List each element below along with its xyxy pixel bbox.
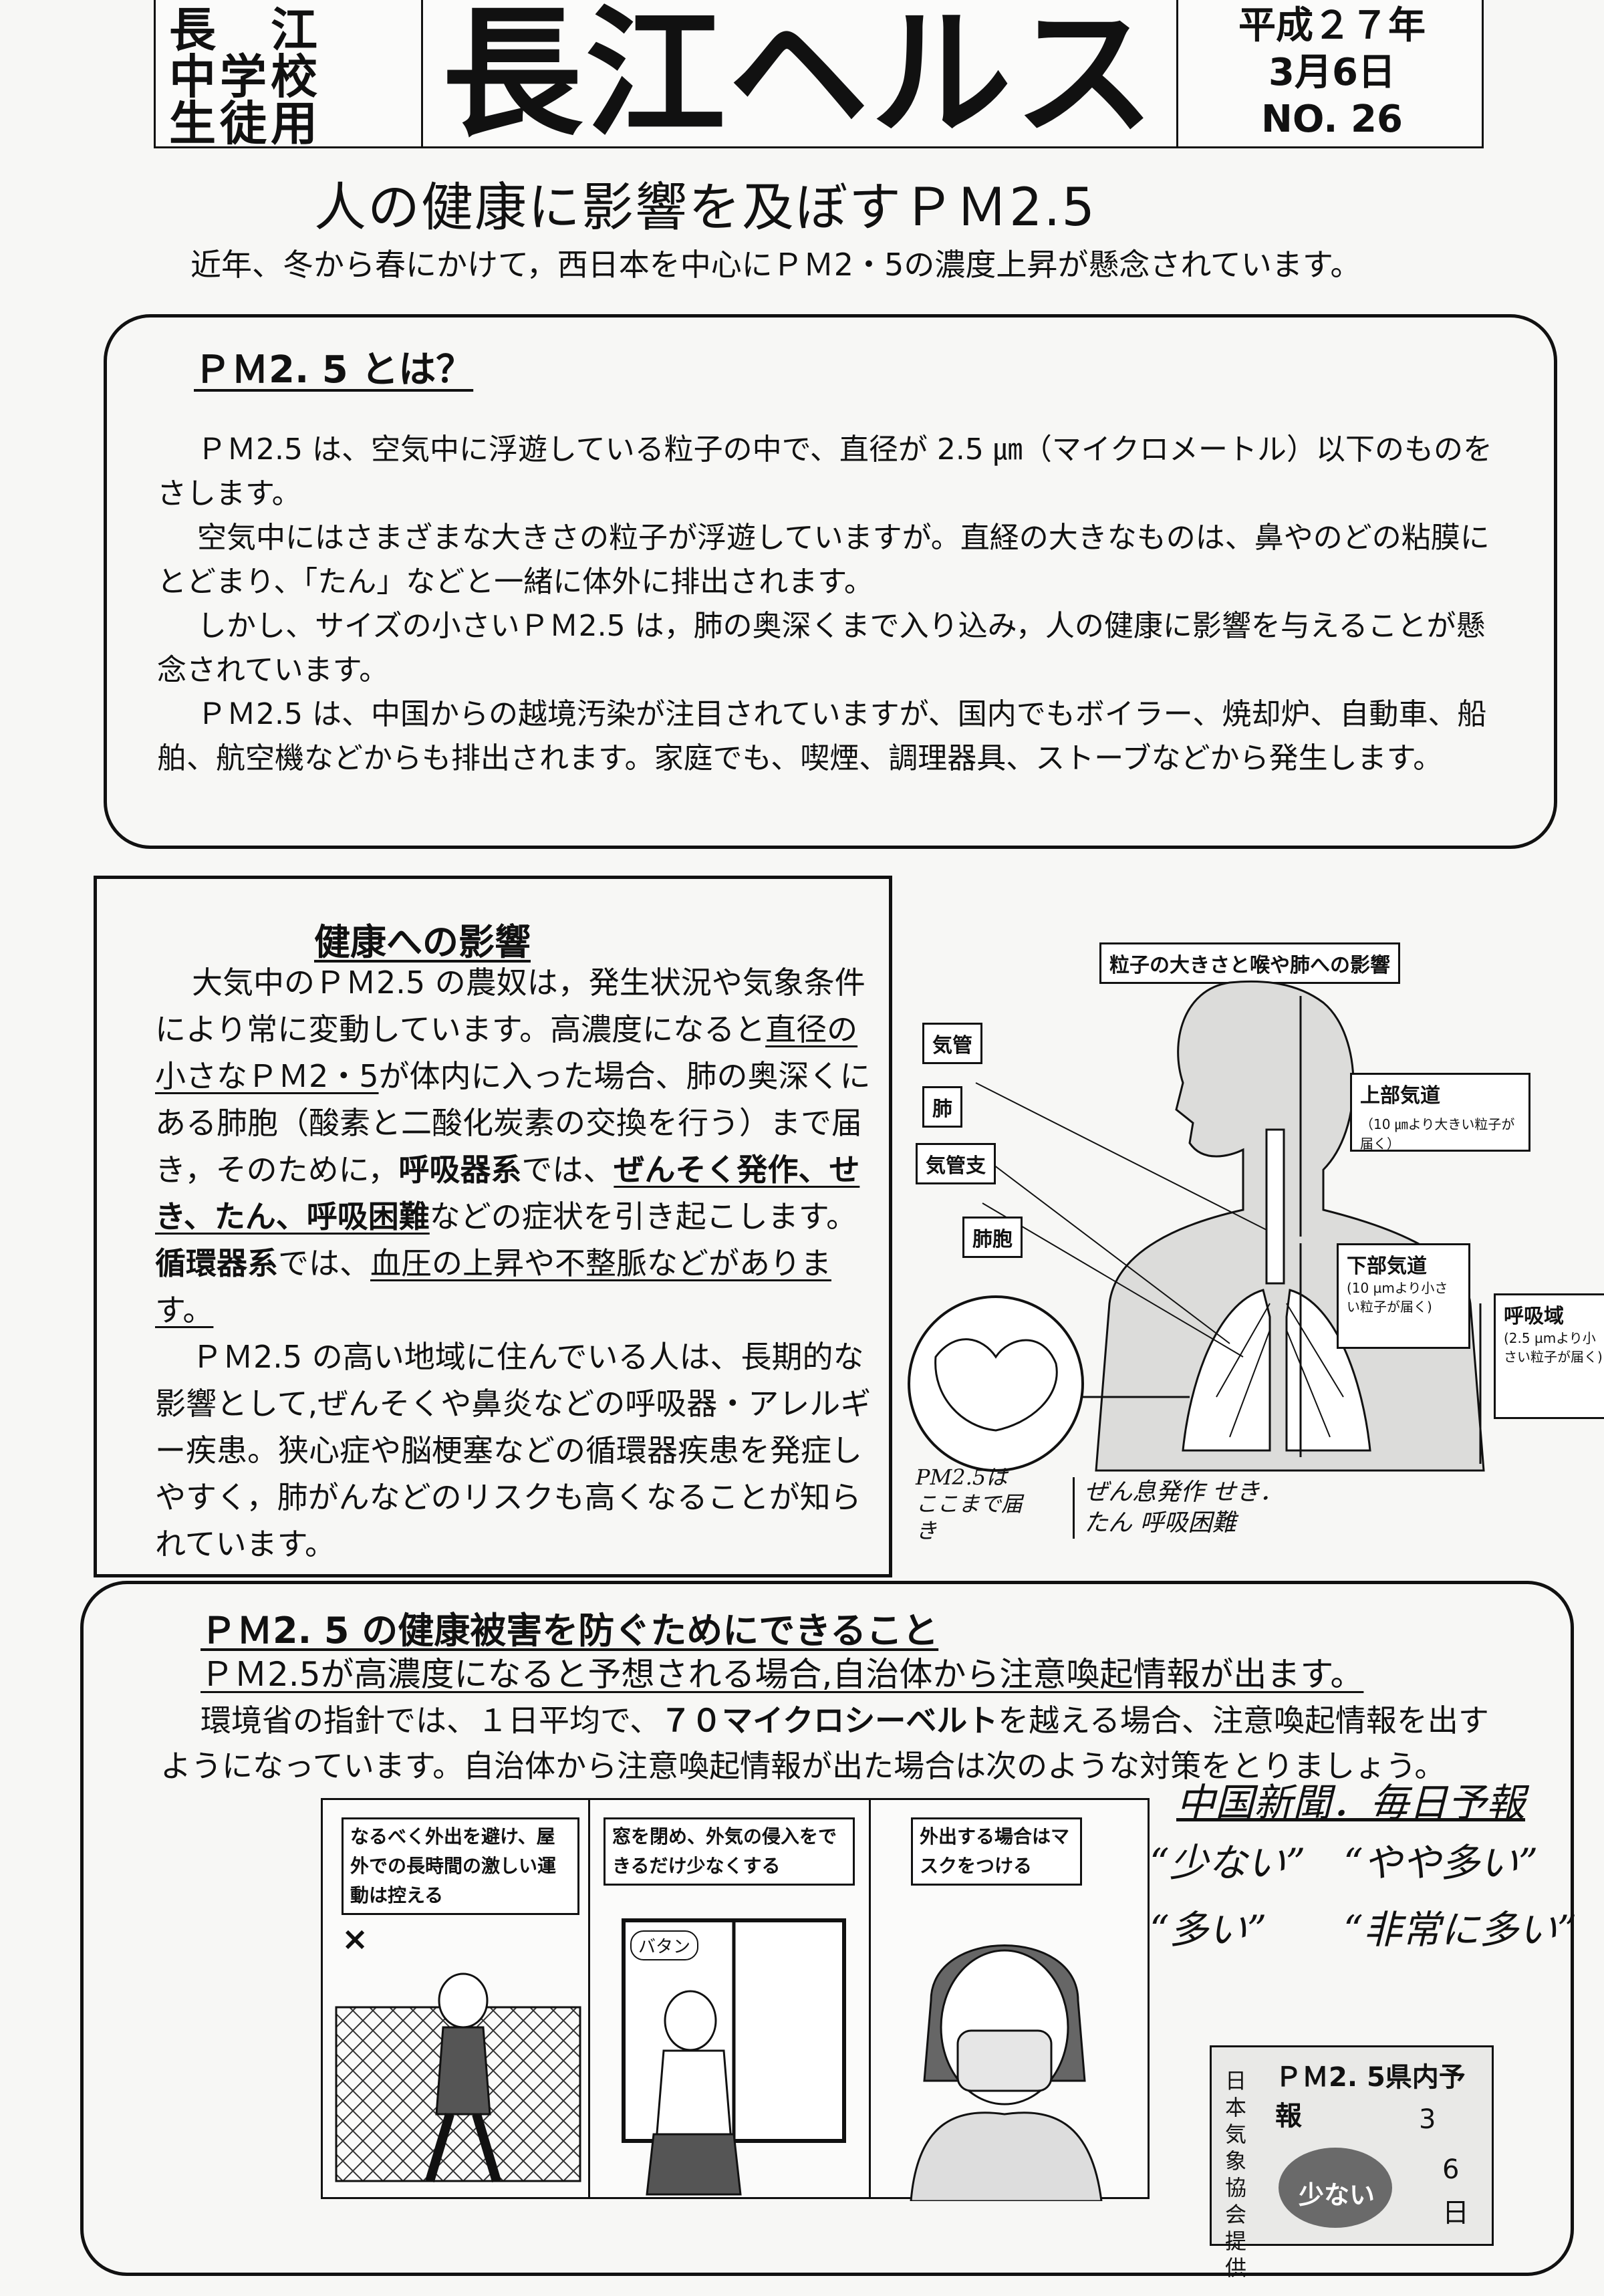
lede: 近年、冬から春にかけて，西日本を中心にＰＭ2・5の濃度上昇が懸念されています。 xyxy=(190,247,1361,283)
newsletter-title: 長江ヘルス xyxy=(423,0,1178,148)
bold-text: 循環器系 xyxy=(155,1245,278,1281)
text: 環境省の指針では、１日平均で、 xyxy=(200,1702,661,1739)
bold-text: 呼吸器系 xyxy=(398,1152,522,1188)
handwritten-level: “多い” xyxy=(1150,1907,1267,1952)
panel-avoid-outdoors: なるべく外出を避け、屋外での長時間の激しい運動は控える × xyxy=(323,1800,590,2197)
prevention-illustrations: なるべく外出を避け、屋外での長時間の激しい運動は控える × 窓を閉め、外気の侵入… xyxy=(321,1798,1150,2201)
forecast-month: 3 xyxy=(1419,2104,1436,2135)
paragraph: 空気中にはさまざまな大きさの粒子が浮遊していますが。直経の大きなものは、鼻やのど… xyxy=(157,521,1490,599)
handwritten-symptoms: ぜん息発作 せき．たん 呼吸困難 xyxy=(1073,1477,1285,1539)
section-body: ＰＭ2.5 は、空気中に浮遊している粒子の中で、直径が 2.5 ㎛（マイクロメー… xyxy=(157,428,1494,781)
respiratory-zone-note: (2.5 µmより小さい粒子が届く) xyxy=(1504,1330,1603,1365)
pm25-forecast-box: 日本気象協会提供 ＰＭ2. 5県内予報 少ない 3 6 日 xyxy=(1210,2045,1494,2281)
paragraph: 環境省の指針では、１日平均で、７０マイクロシーベルトを越える場合、注意喚起情報を… xyxy=(160,1698,1510,1789)
panel-close-windows: 窓を閉め、外気の侵入をできるだけ少なくする バタン xyxy=(590,1800,871,2197)
label-lung: 肺 xyxy=(922,1086,962,1128)
handwritten-note: PM2.5は ここまで届き xyxy=(916,1464,1023,1543)
panel-caption: なるべく外出を避け、屋外での長時間の激しい運動は控える xyxy=(342,1817,579,1915)
section-title: 健康への影響 xyxy=(314,921,531,963)
section-body: 環境省の指針では、１日平均で、７０マイクロシーベルトを越える場合、注意喚起情報を… xyxy=(160,1698,1510,1789)
section-subtitle: ＰＭ2.5が高濃度になると予想される場合,自治体から注意喚起情報が出ます。 xyxy=(200,1655,1364,1694)
section-what-is-pm25 xyxy=(104,314,1557,849)
bold-text: ７０マイクロシーベルト xyxy=(660,1702,998,1739)
section-title: ＰＭ2. 5 とは？ xyxy=(194,348,474,392)
headline: 人の健康に影響を及ぼすＰＭ2.5 xyxy=(314,178,1097,238)
forecast-title: ＰＭ2. 5県内予報 xyxy=(1275,2062,1466,2132)
sound-effect: バタン xyxy=(630,1930,699,1960)
text: が体内に入った場合、肺の奥深くにある肺胞（酸素と二酸化炭素の交換を行う）まで届き… xyxy=(155,1058,871,1188)
fence-illustration xyxy=(335,1972,581,2183)
text: などの症状を引き起こします。 xyxy=(429,1198,857,1235)
forecast-level-marker xyxy=(1279,2148,1392,2228)
mask-illustration xyxy=(910,1944,1103,2201)
label-trachea: 気管 xyxy=(922,1023,982,1064)
handwritten-level: “非常に多い” xyxy=(1343,1907,1577,1952)
lower-airway-box: 下部気道 (10 µmより小さい粒子が届く) xyxy=(1337,1243,1470,1349)
issue-number: NO. 26 xyxy=(1261,98,1403,141)
issue-era: 平成２７年 xyxy=(1238,4,1426,47)
underlined-text: 直径の小さなＰＭ2・5 xyxy=(155,1011,858,1094)
forecast-day-unit: 日 xyxy=(1442,2198,1469,2228)
respiratory-zone-box: 呼吸域 (2.5 µmより小さい粒子が届く) xyxy=(1494,1293,1604,1419)
upper-airway-label: 上部気道 xyxy=(1360,1084,1440,1108)
lower-airway-note: (10 µmより小さい粒子が届く) xyxy=(1347,1280,1448,1315)
section-prevention xyxy=(80,1581,1574,2276)
section-body: 大気中のＰＭ2.5 の農奴は，発生状況や気象条件により常に変動しています。高濃度… xyxy=(155,959,877,1567)
panel-caption: 窓を閉め、外気の侵入をできるだけ少なくする xyxy=(604,1817,855,1886)
school-line: 生徒用 xyxy=(169,96,321,151)
respiratory-diagram: 粒子の大きさと喉や肺への影響 気管 肺 気管支 肺胞 上部気道 （10 ㎛より大… xyxy=(896,929,1604,1543)
section-health-effects xyxy=(94,876,892,1577)
underlined-text: ぜんそく発作、せき、たん、呼吸困難 xyxy=(155,1152,860,1235)
underlined-text: 血圧の上昇や不整脈などがあります。 xyxy=(155,1245,831,1328)
text: を越える場合、注意喚起情報を出すようになっています。自治体から注意喚起情報が出た… xyxy=(160,1702,1489,1784)
section-title: ＰＭ2. 5 の健康被害を防ぐためにできること xyxy=(200,1610,939,1652)
school-line: 中学校 xyxy=(169,49,321,104)
text: では、 xyxy=(278,1245,370,1281)
paragraph: 大気中のＰＭ2.5 の農奴は，発生状況や気象条件により常に変動しています。高濃度… xyxy=(155,959,877,1333)
label-bronchus: 気管支 xyxy=(916,1143,996,1184)
respiratory-zone-label: 呼吸域 xyxy=(1504,1305,1564,1328)
handwritten-level: “少ない” xyxy=(1150,1840,1306,1886)
upper-airway-box: 上部気道 （10 ㎛より大きい粒子が届く） xyxy=(1350,1073,1530,1152)
school-name: 長 江 中学校 生徒用 xyxy=(156,0,423,151)
forecast-level: 少ない xyxy=(1299,2180,1375,2210)
lower-airway-label: 下部気道 xyxy=(1347,1255,1427,1278)
forecast-provider: 日本気象協会提供 xyxy=(1225,2068,1247,2281)
issue-info: 平成２７年 3月6日 NO. 26 xyxy=(1178,0,1486,146)
panel-caption: 外出する場合はマスクをつける xyxy=(911,1817,1082,1886)
forecast-day: 6 xyxy=(1442,2154,1460,2185)
handwritten-level: “やや多い” xyxy=(1343,1840,1539,1886)
panel-wear-mask: 外出する場合はマスクをつける xyxy=(871,1800,1148,2201)
school-line: 長 江 xyxy=(169,3,321,57)
paragraph: ＰＭ2.5 は、空気中に浮遊している粒子の中で、直径が 2.5 ㎛（マイクロメー… xyxy=(157,432,1492,511)
text: 大気中のＰＭ2.5 の農奴は，発生状況や気象条件により常に変動しています。高濃度… xyxy=(155,965,865,1047)
upper-airway-note: （10 ㎛より大きい粒子が届く） xyxy=(1360,1116,1515,1152)
text: では、 xyxy=(521,1152,614,1188)
paragraph: ＰＭ2.5 の高い地域に住んでいる人は、長期的な影響として,ぜんそくや鼻炎などの… xyxy=(155,1339,872,1562)
label-alveoli: 肺胞 xyxy=(962,1217,1023,1258)
paragraph: しかし、サイズの小さいＰＭ2.5 は，肺の奥深くまで入り込み，人の健康に影響を与… xyxy=(157,609,1486,687)
handwritten-forecast-title: 中国新聞．毎日予報 xyxy=(1176,1780,1526,1825)
newsletter-header: 長 江 中学校 生徒用 長江ヘルス 平成２７年 3月6日 NO. 26 xyxy=(154,0,1484,148)
paragraph: ＰＭ2.5 は、中国からの越境汚染が注目されていますが、国内でもボイラー、焼却炉… xyxy=(157,697,1487,775)
issue-date: 3月6日 xyxy=(1268,51,1395,94)
x-mark-icon: × xyxy=(342,1920,369,1958)
window-illustration xyxy=(622,1918,846,2196)
